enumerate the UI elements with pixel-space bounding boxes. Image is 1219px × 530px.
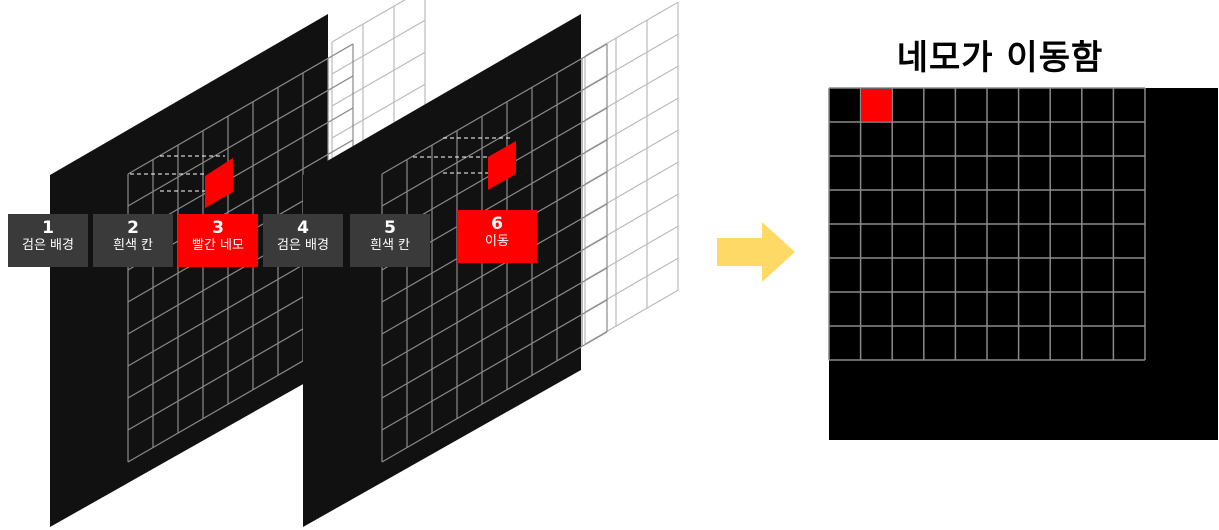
result-grid [828,87,1146,361]
white-grid-layer-2 [584,1,679,345]
grid-layer-2 [381,43,608,463]
grid-line [381,267,608,399]
grid-line [381,299,608,431]
step-3-label: 빨간 네모 [192,238,244,253]
result-panel [828,87,1218,440]
grid-line [331,19,426,75]
right-arrow-icon [717,222,795,282]
step-3-number: 3 [212,218,224,238]
step-4-box: 4 검은 배경 [263,214,343,267]
step-2-number: 2 [127,218,139,238]
black-background-layer-1 [50,14,328,527]
step-6-number: 6 [491,214,503,234]
grid-line [381,235,608,367]
step-1-number: 1 [42,218,54,238]
grid-line [127,43,354,175]
frame-group-2 [303,1,679,527]
step-2-label: 흰색 칸 [112,238,153,253]
grid-line [381,43,608,175]
grid-line [381,75,608,207]
step-1-box: 1 검은 배경 [8,214,88,267]
step-5-box: 5 흰색 칸 [350,214,430,267]
step-2-box: 2 흰색 칸 [93,214,173,267]
step-3-box: 3 빨간 네모 [178,214,258,267]
grid-line [331,83,426,139]
guide-lines-1 [130,155,225,192]
red-square-2 [488,141,516,190]
step-5-label: 흰색 칸 [369,238,410,253]
black-background-layer-2 [303,14,581,527]
grid-line [331,51,426,107]
result-title: 네모가 이동함 [896,38,1104,78]
step-5-number: 5 [384,218,396,238]
guide-lines-2 [413,137,510,174]
red-square-1 [205,158,233,208]
step-6-box: 6 이동 [457,210,537,263]
grid-line [127,75,354,207]
step-4-label: 검은 배경 [277,238,329,253]
grid-line [331,0,406,43]
step-1-label: 검은 배경 [22,238,74,253]
step-4-number: 4 [297,218,309,238]
result-red-square [861,89,892,121]
step-6-label: 이동 [485,234,509,249]
grid-line [381,331,608,463]
grid-line [381,203,608,335]
